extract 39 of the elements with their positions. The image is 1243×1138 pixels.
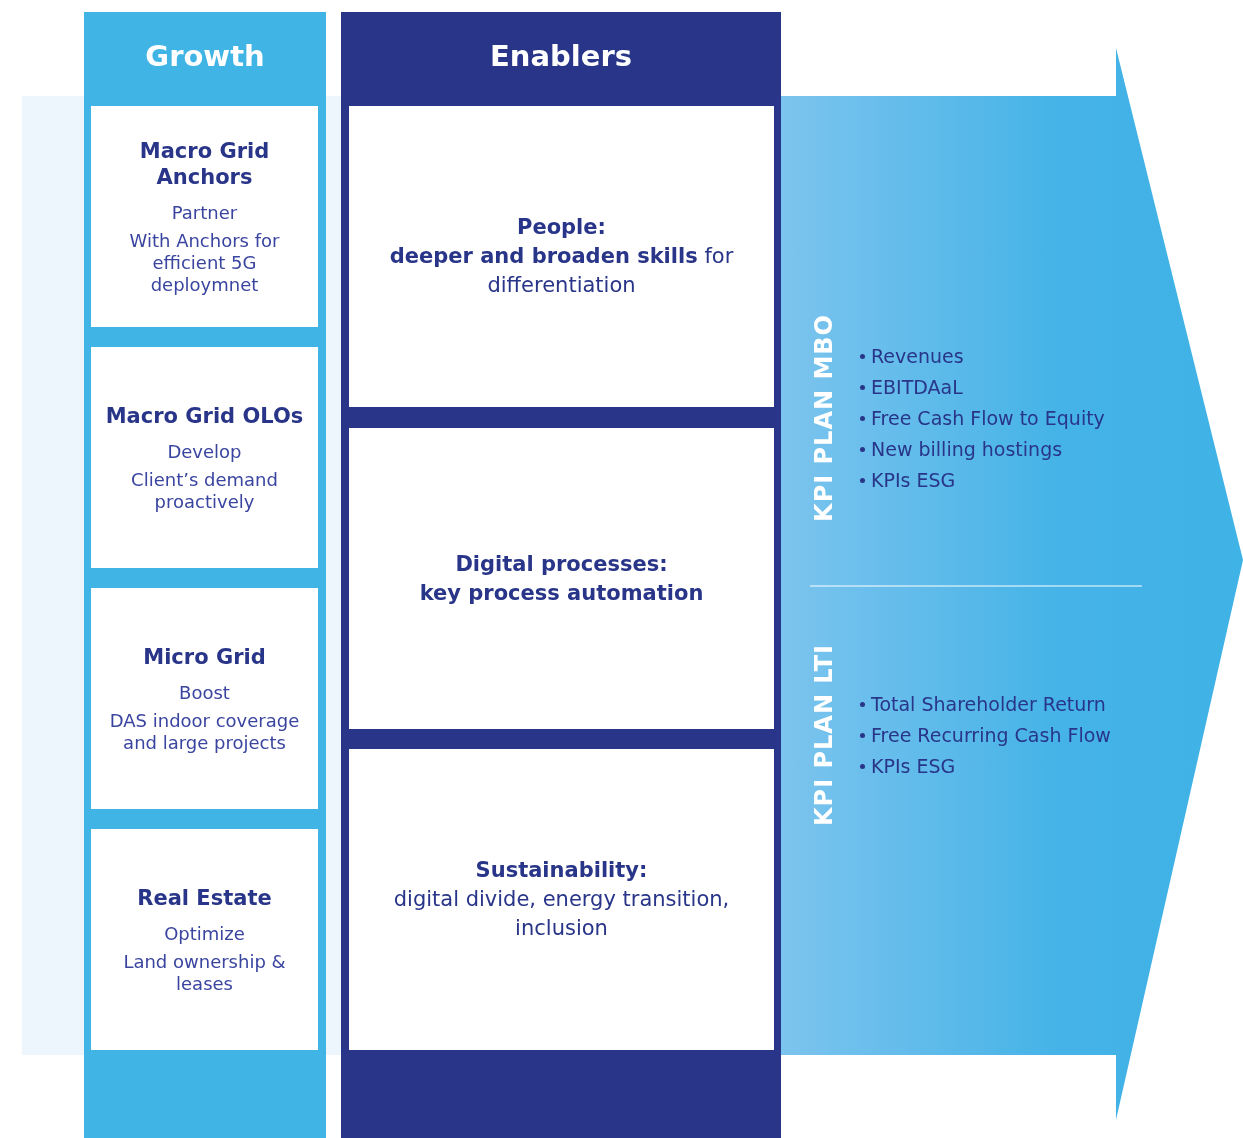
- card-text: digital divide, energy transition, inclusion: [392, 886, 731, 942]
- card-heading: Digital processes:: [455, 550, 668, 578]
- card-subheading: Develop: [167, 440, 242, 463]
- bullet-item: KPIs ESG: [871, 755, 956, 777]
- strategy-card: [91, 347, 318, 568]
- bullet-item: New billing hostings: [871, 438, 1063, 460]
- card-text: DAS indoor coverage and large projects: [108, 709, 301, 754]
- card-heading: Macro Grid OLOs: [105, 402, 304, 429]
- bullet-item: EBITDAaL: [871, 376, 963, 398]
- card-text: Client’s demand proactively: [130, 468, 279, 513]
- bullet-item: Free Recurring Cash Flow: [871, 724, 1111, 746]
- card-subheading: Boost: [179, 681, 230, 704]
- strategy-card: [91, 106, 318, 327]
- card-text: key process automation: [419, 579, 704, 607]
- bullet-item: Free Cash Flow to Equity: [871, 407, 1105, 429]
- card-text: Land ownership & leases: [122, 950, 287, 995]
- column-panel: [341, 12, 781, 1138]
- card-heading: Macro Grid Anchors: [138, 137, 271, 190]
- bullet-item: Revenues: [871, 345, 964, 367]
- card-text: With Anchors for efficient 5G deploymnet: [128, 229, 281, 296]
- card-subheading: Partner: [171, 201, 238, 224]
- enabler-card: [349, 749, 774, 1050]
- enabler-card: [349, 106, 774, 407]
- column-heading: Growth: [145, 39, 265, 73]
- card-subheading: Optimize: [164, 922, 245, 945]
- card-heading: People:: [517, 214, 606, 241]
- section-title: KPI PLAN MBO: [810, 314, 838, 522]
- section-title: KPI PLAN LTI: [810, 644, 838, 826]
- enabler-card: [349, 428, 774, 729]
- bullet-item: KPIs ESG: [871, 469, 956, 491]
- strategy-card: [91, 829, 318, 1050]
- card-heading: Real Estate: [137, 884, 272, 911]
- strategy-card: [91, 588, 318, 809]
- bullet-item: Total Shareholder Return: [871, 693, 1106, 715]
- card-heading: Micro Grid: [143, 643, 266, 670]
- card-heading: Sustainability:: [475, 857, 648, 884]
- column-heading: Enablers: [490, 39, 632, 73]
- card-text: deeper and broaden skills for differentiation: [388, 243, 735, 299]
- column-panel: [84, 12, 326, 1138]
